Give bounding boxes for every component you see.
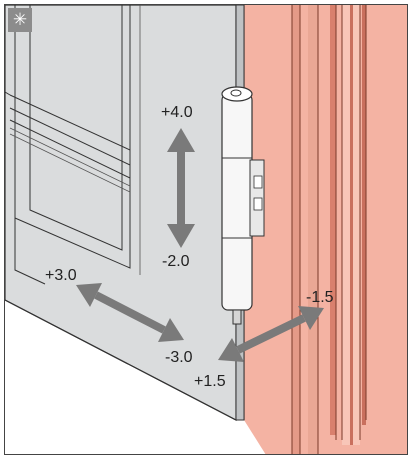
- vertical-down-value: -2.0: [162, 253, 190, 270]
- depth-adjust-arrow: [218, 306, 324, 362]
- frame-profile: [243, 5, 408, 455]
- lateral-adjust-arrow: [76, 283, 184, 342]
- depth-minus-value: -1.5: [306, 289, 334, 306]
- hinge: [221, 86, 265, 325]
- vertical-adjust-arrow: [167, 128, 195, 248]
- snowflake-icon: ✳: [8, 8, 32, 32]
- lateral-plus-value: +3.0: [45, 267, 77, 284]
- window-sash: [4, 4, 245, 421]
- lateral-minus-value: -3.0: [165, 349, 193, 366]
- vertical-up-value: +4.0: [161, 104, 193, 121]
- depth-plus-value: +1.5: [194, 373, 226, 390]
